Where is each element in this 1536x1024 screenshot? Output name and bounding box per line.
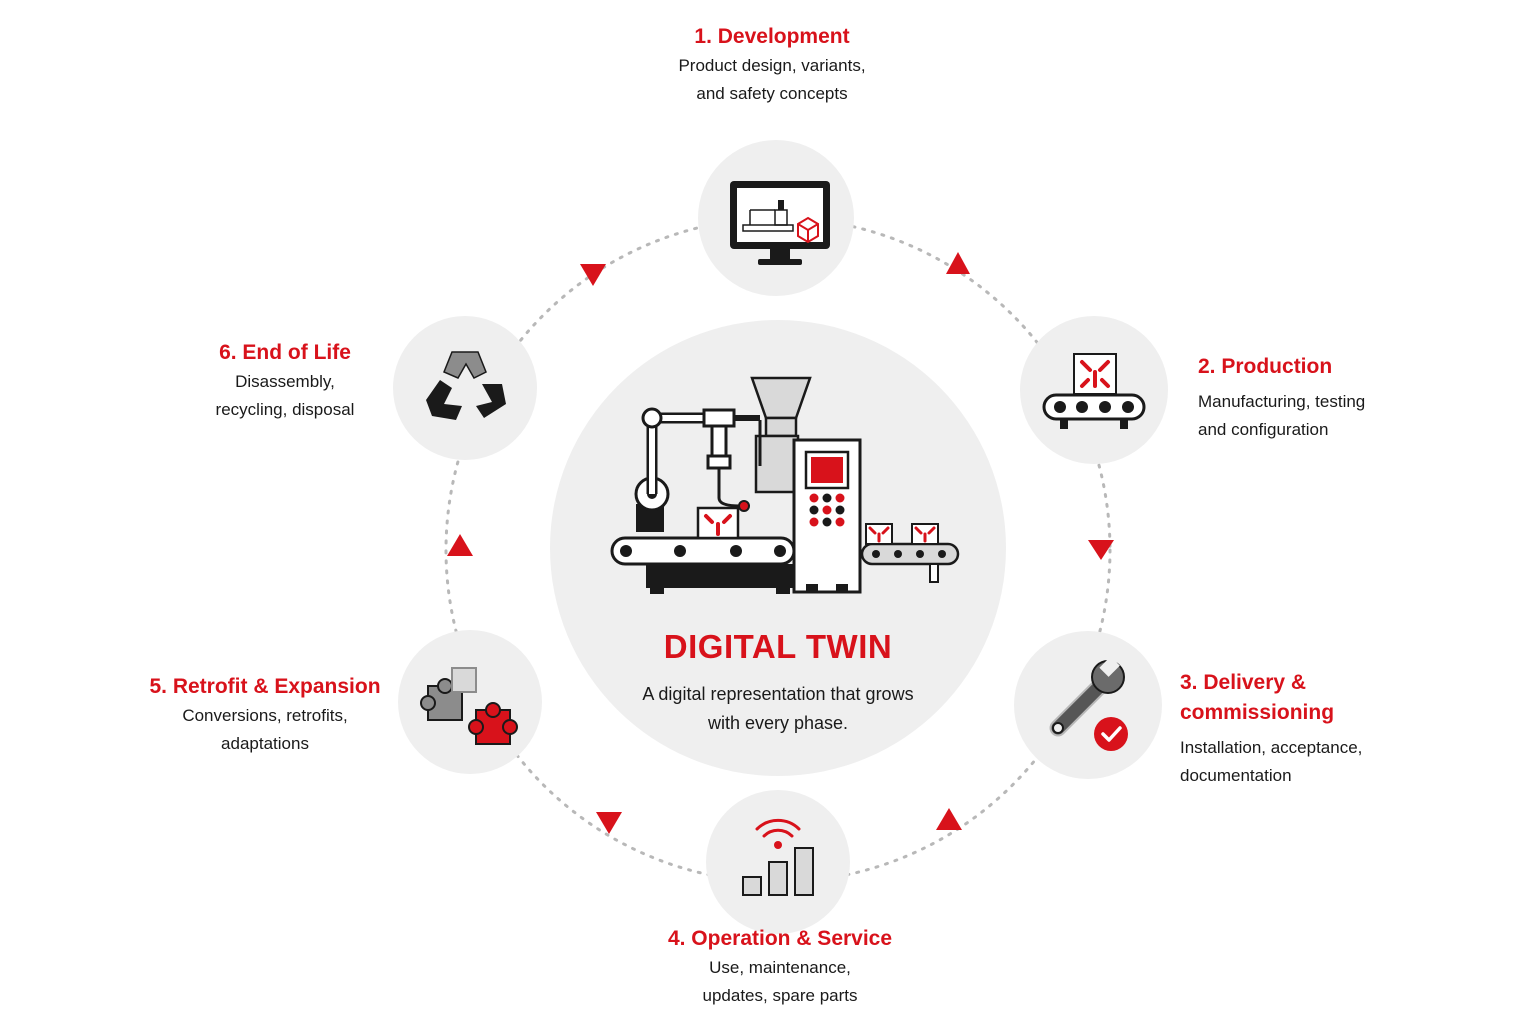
- phase-description: documentation: [1180, 766, 1292, 785]
- center-title: DIGITAL TWIN: [663, 628, 893, 665]
- phase-description: Product design, variants,: [678, 56, 866, 75]
- phase-description: adaptations: [221, 734, 309, 753]
- center-description-line: with every phase.: [707, 713, 849, 733]
- phase-title: 4. Operation & Service: [667, 927, 893, 950]
- phase-title: commissioning: [1180, 701, 1335, 724]
- wrench-check-icon: [1049, 656, 1128, 751]
- center-description-line: A digital representation that grows: [642, 684, 914, 704]
- phase-title: 1. Development: [694, 25, 850, 48]
- phase-title: 2. Production: [1198, 355, 1333, 378]
- phase-label-operation: 4. Operation & Service Use, maintenance,…: [600, 924, 960, 1010]
- arrow-down-bottom-left-icon: [596, 812, 622, 834]
- phase-label-end-of-life: 6. End of Life Disassembly, recycling, d…: [170, 338, 400, 424]
- recycle-icon: [426, 351, 506, 420]
- monitor-cad-icon: [730, 181, 830, 265]
- phase-title: 3. Delivery &: [1180, 671, 1307, 694]
- phase-circle-end-of-life: [393, 316, 537, 460]
- arrow-down-top-left-icon: [580, 264, 606, 286]
- phase-label-retrofit: 5. Retrofit & Expansion Conversions, ret…: [120, 672, 410, 758]
- phase-description: and configuration: [1198, 420, 1329, 439]
- phase-description: updates, spare parts: [702, 986, 858, 1005]
- phase-description: recycling, disposal: [215, 400, 355, 419]
- center-description: A digital representation that grows with…: [578, 680, 978, 738]
- phase-title: 6. End of Life: [219, 341, 351, 364]
- signal-bars-icon: [742, 818, 814, 896]
- arrow-down-right-icon: [1088, 540, 1114, 560]
- phase-label-delivery: 3. Delivery & commissioning Installation…: [1180, 668, 1500, 790]
- conveyor-box-icon: [1042, 353, 1146, 429]
- phase-description: Use, maintenance,: [709, 958, 851, 977]
- puzzle-pieces-icon: [420, 667, 518, 745]
- phase-description: Disassembly,: [235, 372, 335, 391]
- arrow-up-right-icon: [946, 252, 970, 274]
- phase-label-production: 2. Production Manufacturing, testing and…: [1198, 352, 1498, 444]
- phase-title: 5. Retrofit & Expansion: [149, 675, 381, 698]
- phase-description: and safety concepts: [696, 84, 848, 103]
- production-machine-icon: [610, 376, 960, 594]
- phase-description: Conversions, retrofits,: [182, 706, 348, 725]
- phase-label-development: 1. Development Product design, variants,…: [612, 22, 932, 108]
- cycle-arrows: [447, 252, 1114, 834]
- arrow-up-left-icon: [447, 534, 473, 556]
- phase-description: Manufacturing, testing: [1198, 392, 1366, 411]
- arrow-up-bottom-right-icon: [936, 808, 962, 830]
- phase-circle-retrofit: [398, 630, 542, 774]
- phase-description: Installation, acceptance,: [1180, 738, 1363, 757]
